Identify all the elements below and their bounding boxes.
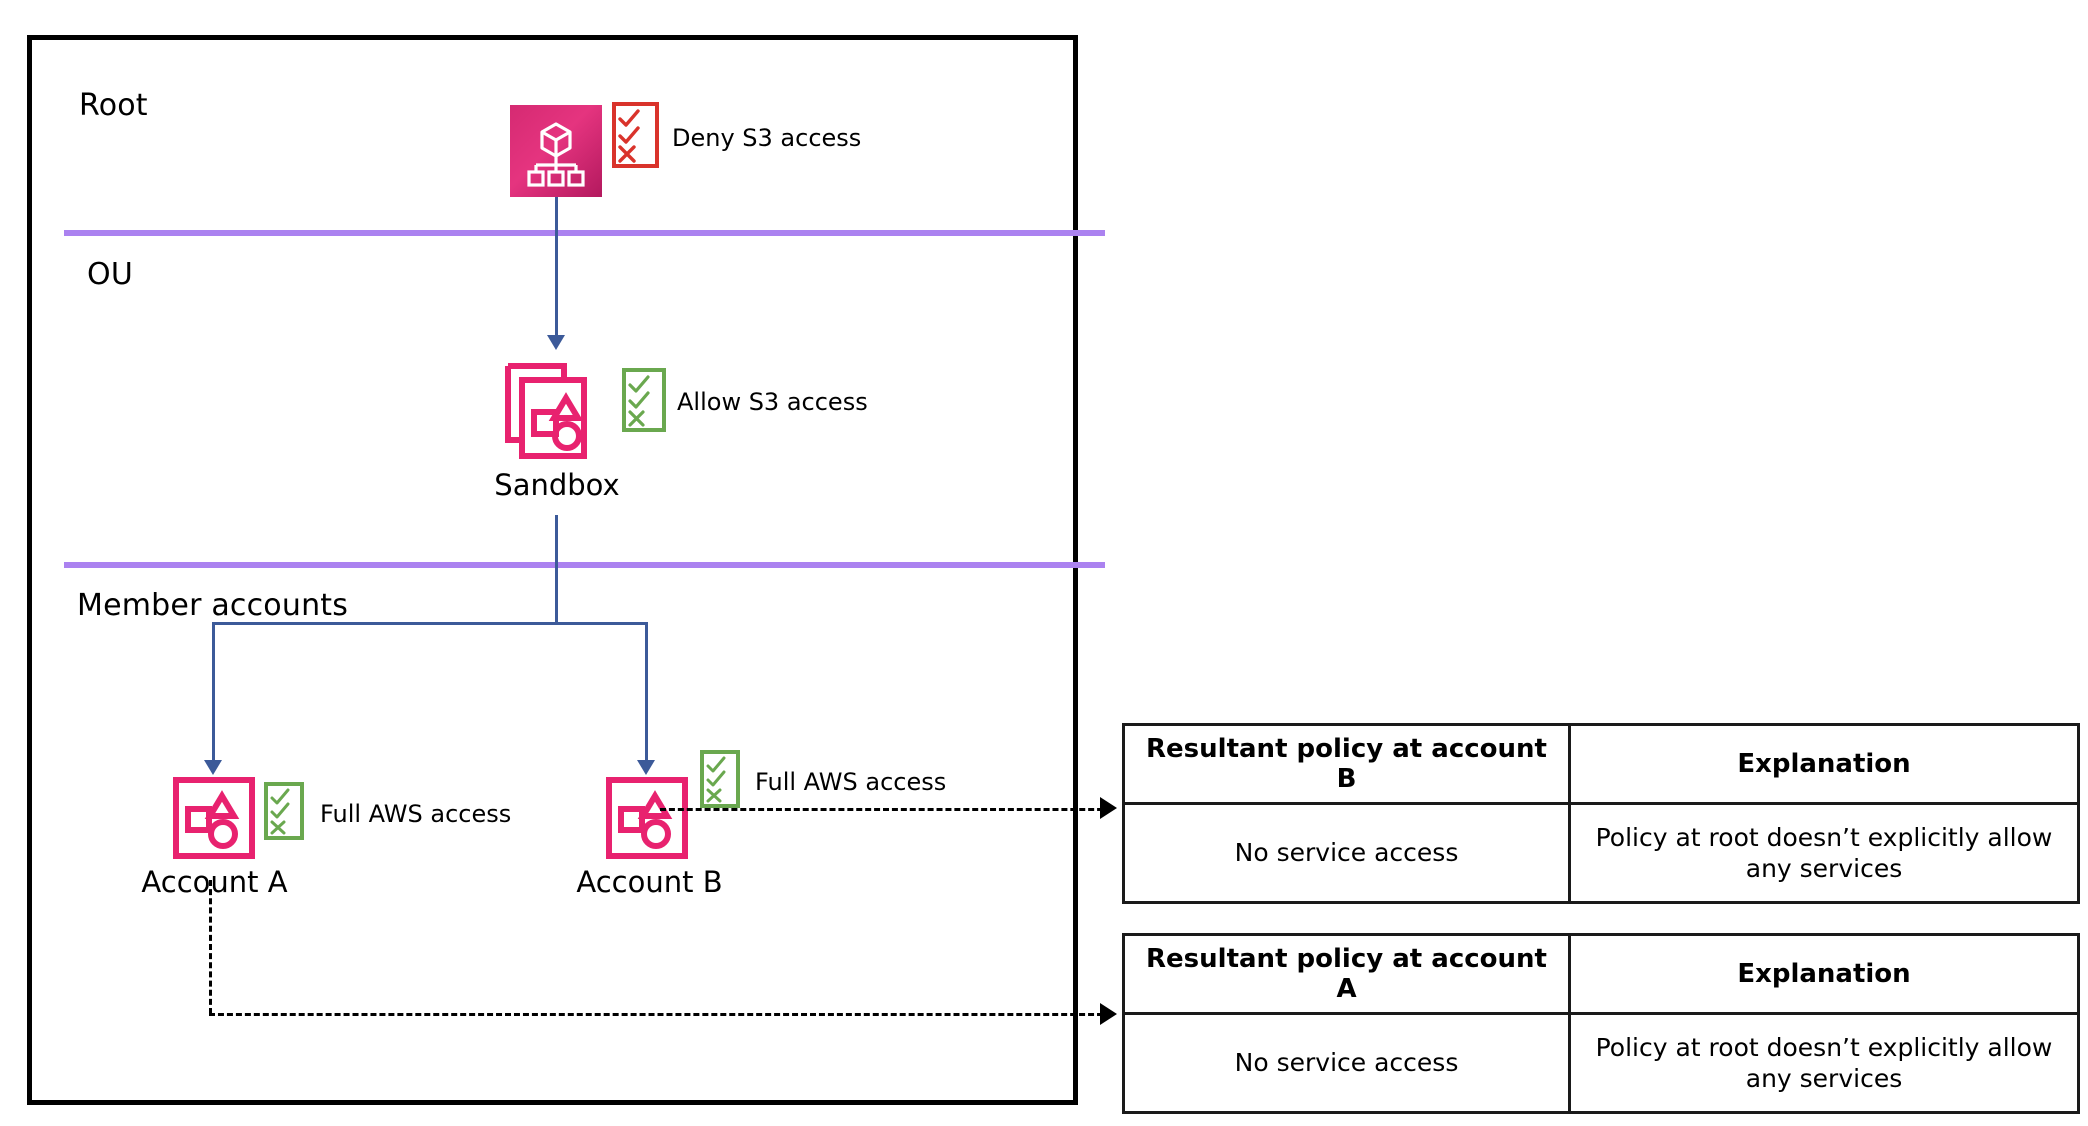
table-row: No service access Policy at root doesn’t… xyxy=(1122,1012,2080,1114)
policy-checklist-root-deny xyxy=(612,102,659,168)
policy-label-sandbox: Allow S3 access xyxy=(677,388,868,416)
node-caption-account-a: Account A xyxy=(141,865,288,899)
table-b-header-explanation: Explanation xyxy=(1568,723,2080,805)
aws-account-icon xyxy=(173,777,255,859)
callout-arrow-account-a xyxy=(1100,1003,1117,1025)
callout-line-account-a-vertical xyxy=(209,880,212,1014)
connector-to-account-a xyxy=(212,622,215,766)
connector-arrow-root-to-sandbox xyxy=(547,335,565,350)
connector-sandbox-trunk xyxy=(555,515,558,622)
callout-arrow-account-b xyxy=(1100,797,1117,819)
policy-checklist-account-b xyxy=(700,750,740,808)
policy-label-account-b: Full AWS access xyxy=(755,768,947,796)
organization-frame: Root OU Member accounts xyxy=(27,35,1105,1105)
table-b-header-policy: Resultant policy at account B xyxy=(1122,723,1571,805)
organizational-unit-icon xyxy=(505,363,587,459)
table-account-b-result: Resultant policy at account B Explanatio… xyxy=(1122,723,2080,904)
node-sandbox-ou[interactable] xyxy=(502,360,614,464)
table-a-header-explanation: Explanation xyxy=(1568,933,2080,1015)
node-root-organization[interactable] xyxy=(510,105,602,197)
zone-label-root: Root xyxy=(79,88,148,123)
policy-label-root: Deny S3 access xyxy=(672,124,862,152)
table-a-cell-policy: No service access xyxy=(1122,1012,1571,1114)
table-account-a-result: Resultant policy at account A Explanatio… xyxy=(1122,933,2080,1114)
table-row: No service access Policy at root doesn’t… xyxy=(1122,802,2080,904)
callout-line-account-b xyxy=(660,808,1112,811)
zone-divider-ou-member xyxy=(64,562,1105,568)
policy-checklist-sandbox-allow xyxy=(622,368,666,432)
connector-arrow-account-a xyxy=(204,760,222,775)
connector-to-account-b xyxy=(645,622,648,766)
policy-checklist-account-a xyxy=(264,782,304,840)
table-a-header-policy: Resultant policy at account A xyxy=(1122,933,1571,1015)
table-header-row: Resultant policy at account A Explanatio… xyxy=(1122,933,2080,1015)
aws-organizations-icon xyxy=(510,105,602,197)
node-account-a[interactable] xyxy=(172,776,256,860)
connector-accounts-bus xyxy=(212,622,648,625)
node-caption-account-b: Account B xyxy=(576,865,723,899)
zone-label-ou: OU xyxy=(87,257,133,292)
table-header-row: Resultant policy at account B Explanatio… xyxy=(1122,723,2080,805)
connector-root-to-sandbox xyxy=(555,197,558,342)
table-b-cell-explanation: Policy at root doesn’t explicitly allow … xyxy=(1568,802,2080,904)
table-a-cell-explanation: Policy at root doesn’t explicitly allow … xyxy=(1568,1012,2080,1114)
node-account-b[interactable] xyxy=(605,776,689,860)
table-b-cell-policy: No service access xyxy=(1122,802,1571,904)
aws-account-icon xyxy=(606,777,688,859)
callout-line-account-a-horizontal xyxy=(209,1013,1112,1016)
zone-divider-root-ou xyxy=(64,230,1105,236)
policy-label-account-a: Full AWS access xyxy=(320,800,512,828)
node-caption-sandbox: Sandbox xyxy=(494,468,620,502)
zone-label-member: Member accounts xyxy=(77,588,349,623)
connector-arrow-account-b xyxy=(637,760,655,775)
